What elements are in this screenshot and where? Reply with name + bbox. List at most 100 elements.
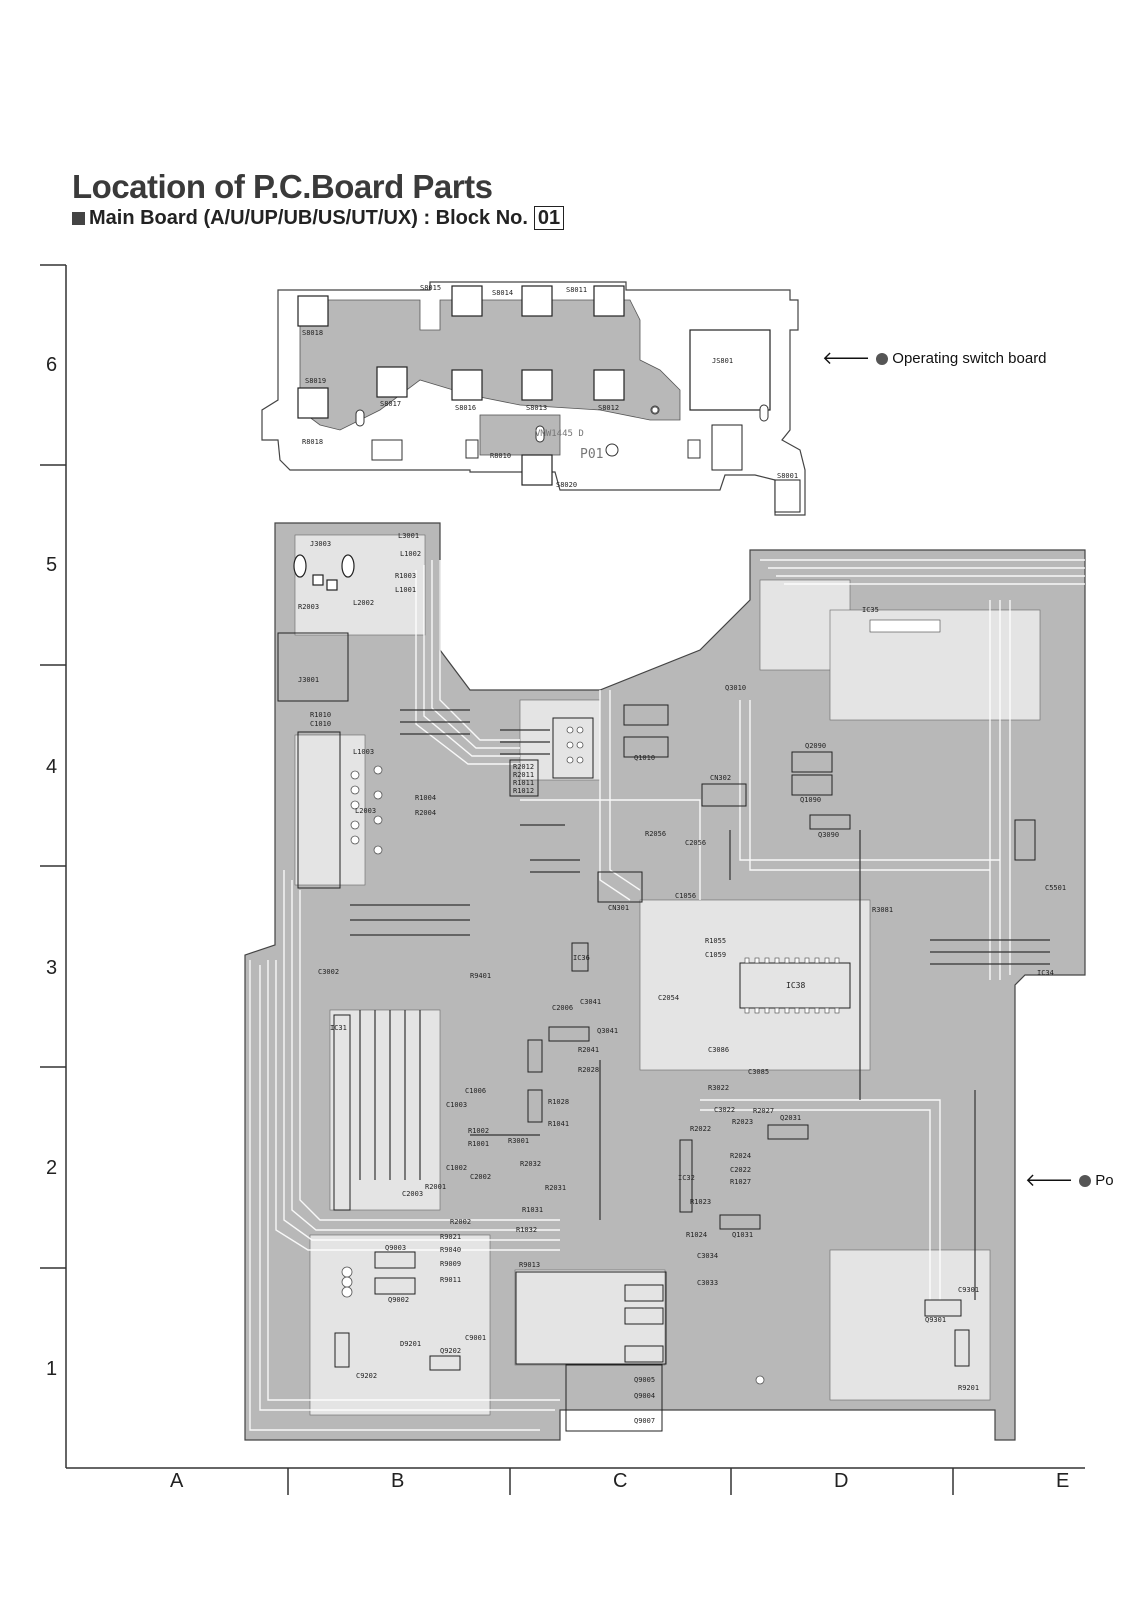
svg-text:R1023: R1023 — [690, 1198, 711, 1206]
callout-operating-switch-board: 🡐 Operating switch board — [822, 348, 1047, 369]
svg-text:R1011: R1011 — [513, 779, 534, 787]
svg-text:Q1031: Q1031 — [732, 1231, 753, 1239]
callout-power-board: 🡐 Po — [1025, 1170, 1114, 1191]
svg-text:C5501: C5501 — [1045, 884, 1066, 892]
svg-text:R1028: R1028 — [548, 1098, 569, 1106]
svg-text:Q3041: Q3041 — [597, 1027, 618, 1035]
svg-text:S8015: S8015 — [420, 284, 441, 292]
svg-text:R3081: R3081 — [872, 906, 893, 914]
svg-text:C3085: C3085 — [748, 1068, 769, 1076]
svg-text:Q3090: Q3090 — [818, 831, 839, 839]
row-label-6: 6 — [46, 354, 58, 376]
svg-text:R2023: R2023 — [732, 1118, 753, 1126]
svg-text:R2004: R2004 — [415, 809, 436, 817]
svg-text:C3041: C3041 — [580, 998, 601, 1006]
svg-text:IC38: IC38 — [786, 981, 805, 990]
svg-text:J3003: J3003 — [310, 540, 331, 548]
svg-text:R2041: R2041 — [578, 1046, 599, 1054]
svg-text:L3001: L3001 — [398, 532, 419, 540]
main-board: IC38 IC35 IC36 IC31 IC32 L3001 J3003 L10… — [244, 406, 1086, 1441]
svg-text:C9301: C9301 — [958, 1286, 979, 1294]
svg-text:S8012: S8012 — [598, 404, 619, 412]
svg-text:C3022: C3022 — [714, 1106, 735, 1114]
svg-text:R1012: R1012 — [513, 787, 534, 795]
grid-frame — [40, 264, 1085, 1495]
callout-text: Po — [1095, 1172, 1114, 1189]
svg-text:C2006: C2006 — [552, 1004, 573, 1012]
svg-text:R9013: R9013 — [519, 1261, 540, 1269]
svg-text:J3001: J3001 — [298, 676, 319, 684]
svg-text:C1006: C1006 — [465, 1087, 486, 1095]
svg-text:Q9003: Q9003 — [385, 1244, 406, 1252]
svg-text:S8013: S8013 — [526, 404, 547, 412]
row-label-4: 4 — [46, 756, 58, 778]
svg-text:Q1010: Q1010 — [634, 754, 655, 762]
svg-text:D9201: D9201 — [400, 1340, 421, 1348]
svg-text:C2056: C2056 — [685, 839, 706, 847]
svg-text:R2056: R2056 — [645, 830, 666, 838]
svg-text:Q9007: Q9007 — [634, 1417, 655, 1425]
svg-text:S8017: S8017 — [380, 400, 401, 408]
svg-text:R2027: R2027 — [753, 1107, 774, 1115]
svg-text:S8020: S8020 — [556, 481, 577, 489]
svg-text:R1055: R1055 — [705, 937, 726, 945]
bullet-dot-icon — [1079, 1174, 1092, 1187]
svg-text:R1027: R1027 — [730, 1178, 751, 1186]
svg-text:R2024: R2024 — [730, 1152, 751, 1160]
svg-text:C2054: C2054 — [658, 994, 679, 1002]
block-number: 01 — [533, 206, 565, 230]
svg-text:C1056: C1056 — [675, 892, 696, 900]
svg-text:R2011: R2011 — [513, 771, 534, 779]
svg-text:Q9202: Q9202 — [440, 1347, 461, 1355]
page-title: Location of P.C.Board Parts — [72, 168, 493, 205]
svg-text:IC32: IC32 — [678, 1174, 695, 1182]
svg-text:R1001: R1001 — [468, 1140, 489, 1148]
svg-text:R1031: R1031 — [522, 1206, 543, 1214]
svg-text:R2001: R2001 — [425, 1183, 446, 1191]
svg-text:P01: P01 — [580, 447, 603, 462]
svg-text:R9011: R9011 — [440, 1276, 461, 1284]
left-arrow-icon: 🡐 — [822, 348, 871, 368]
svg-text:L1001: L1001 — [395, 586, 416, 594]
svg-text:R1003: R1003 — [395, 572, 416, 580]
svg-text:C2002: C2002 — [470, 1173, 491, 1181]
column-label-b: B — [391, 1470, 405, 1492]
svg-text:VMW1445 D: VMW1445 D — [535, 429, 584, 439]
svg-text:R9021: R9021 — [440, 1233, 461, 1241]
svg-text:S8014: S8014 — [492, 289, 513, 297]
svg-text:R2028: R2028 — [578, 1066, 599, 1074]
svg-text:R2012: R2012 — [513, 763, 534, 771]
svg-text:S8001: S8001 — [777, 472, 798, 480]
svg-text:C1002: C1002 — [446, 1164, 467, 1172]
svg-text:R9040: R9040 — [440, 1246, 461, 1254]
svg-text:R9009: R9009 — [440, 1260, 461, 1268]
svg-text:C1010: C1010 — [310, 720, 331, 728]
svg-text:R9201: R9201 — [958, 1384, 979, 1392]
svg-text:R8018: R8018 — [302, 438, 323, 446]
svg-text:C1059: C1059 — [705, 951, 726, 959]
svg-text:R2032: R2032 — [520, 1160, 541, 1168]
subtitle-text: Main Board (A/U/UP/UB/US/UT/UX) : Block … — [89, 206, 528, 229]
svg-text:IC34: IC34 — [1037, 969, 1054, 977]
svg-text:R1041: R1041 — [548, 1120, 569, 1128]
square-bullet-icon — [72, 211, 85, 225]
svg-text:IC35: IC35 — [862, 606, 879, 614]
svg-text:R2022: R2022 — [690, 1125, 711, 1133]
svg-text:CN301: CN301 — [608, 904, 629, 912]
svg-text:Q9002: Q9002 — [388, 1296, 409, 1304]
svg-text:R1004: R1004 — [415, 794, 436, 802]
svg-text:C3033: C3033 — [697, 1279, 718, 1287]
svg-text:R1010: R1010 — [310, 711, 331, 719]
row-label-5: 5 — [46, 554, 58, 576]
svg-text:Q2090: Q2090 — [805, 742, 826, 750]
svg-text:Q3010: Q3010 — [725, 684, 746, 692]
row-label-3: 3 — [46, 957, 58, 979]
svg-text:L1003: L1003 — [353, 748, 374, 756]
svg-text:C2022: C2022 — [730, 1166, 751, 1174]
svg-text:Q9301: Q9301 — [925, 1316, 946, 1324]
page-subtitle: Main Board (A/U/UP/UB/US/UT/UX) : Block … — [72, 206, 565, 230]
row-label-2: 2 — [46, 1157, 58, 1179]
column-label-a: A — [170, 1470, 184, 1492]
svg-text:IC36: IC36 — [573, 954, 590, 962]
